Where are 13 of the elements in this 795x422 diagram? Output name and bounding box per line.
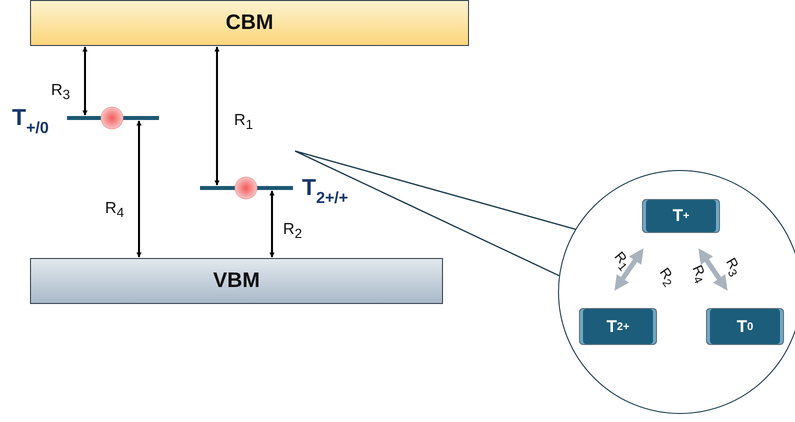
double-arrow (614, 248, 644, 291)
level-label: T$_{+/0}$ (12, 106, 49, 137)
magnifier-circle (558, 170, 795, 414)
energy-level (10, 104, 160, 136)
level-label: T$_{2+/+}$ (302, 176, 348, 207)
arrow (82, 46, 88, 116)
valence-band: VBM (30, 258, 443, 304)
callout-line (294, 150, 576, 276)
arrow (214, 46, 220, 186)
double-arrow (698, 248, 728, 291)
conduction-band: CBM (30, 0, 469, 46)
arrow (136, 120, 142, 258)
arrow (270, 190, 274, 258)
